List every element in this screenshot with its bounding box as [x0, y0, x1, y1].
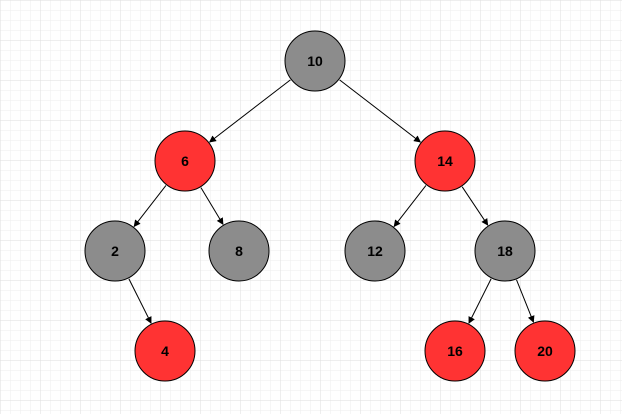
edge-18-to-20	[516, 279, 535, 323]
node-label: 14	[437, 153, 453, 169]
edge-10-to-6	[209, 79, 291, 143]
node-circle	[84, 220, 146, 282]
tree-node-8[interactable]: 8	[208, 220, 270, 282]
node-circle	[474, 220, 536, 282]
edges-layer	[128, 79, 535, 324]
tree-node-2[interactable]: 2	[84, 220, 146, 282]
node-label: 16	[447, 343, 463, 359]
node-circle	[424, 320, 486, 382]
node-label: 6	[181, 153, 189, 169]
tree-node-20[interactable]: 20	[514, 320, 576, 382]
edge-10-to-14	[339, 79, 421, 143]
node-circle	[154, 130, 216, 192]
node-circle	[134, 320, 196, 382]
edge-14-to-12	[393, 185, 427, 228]
node-circle	[284, 30, 346, 92]
node-circle	[344, 220, 406, 282]
nodes-layer: 10 6 14 2 8 12 18 4 16 20	[84, 30, 576, 382]
node-circle	[414, 130, 476, 192]
node-label: 4	[161, 343, 169, 359]
tree-node-14[interactable]: 14	[414, 130, 476, 192]
tree-node-4[interactable]: 4	[134, 320, 196, 382]
tree-node-18[interactable]: 18	[474, 220, 536, 282]
node-label: 12	[367, 243, 383, 259]
node-circle	[208, 220, 270, 282]
node-label: 2	[111, 243, 119, 259]
tree-node-16[interactable]: 16	[424, 320, 486, 382]
edge-18-to-16	[468, 278, 492, 324]
tree-node-12[interactable]: 12	[344, 220, 406, 282]
node-circle	[514, 320, 576, 382]
node-label: 8	[235, 243, 243, 259]
edge-2-to-4	[128, 278, 152, 324]
node-label: 20	[537, 343, 553, 359]
tree-node-10[interactable]: 10	[284, 30, 346, 92]
tree-node-6[interactable]: 6	[154, 130, 216, 192]
node-label: 18	[497, 243, 513, 259]
edge-6-to-2	[133, 185, 167, 228]
node-label: 10	[307, 53, 323, 69]
edge-14-to-18	[461, 186, 489, 226]
edge-6-to-8	[200, 187, 224, 226]
